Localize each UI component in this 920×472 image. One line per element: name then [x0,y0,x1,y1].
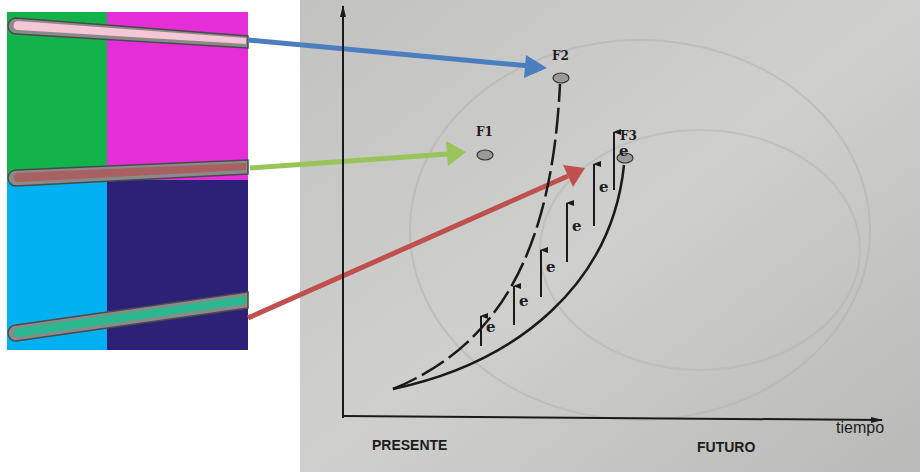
axis [342,6,344,418]
tube [8,292,248,341]
point [553,73,569,83]
tube [8,160,248,186]
effort-arrow [481,132,614,346]
effort-label: e [619,144,629,159]
point-label: F3 [620,130,637,142]
effort-label: e [546,260,556,275]
axis [342,416,882,420]
axis-label: tiempo [836,420,884,436]
point [477,150,493,160]
curve [393,84,560,389]
axis-label: PRESENTE [372,438,447,452]
photo-ground [300,0,920,472]
pointer-arrow [250,141,466,168]
point-label: F1 [476,126,493,138]
point-label: F2 [552,50,569,62]
tube [8,18,248,48]
axis-label: FUTURO [697,440,755,454]
pointer-arrow [248,165,585,318]
curve [393,165,624,389]
effort-label: e [486,320,496,335]
effort-label: e [519,294,529,309]
effort-label: e [572,219,582,234]
effort-label: e [599,180,609,195]
pointer-arrow [248,40,547,78]
